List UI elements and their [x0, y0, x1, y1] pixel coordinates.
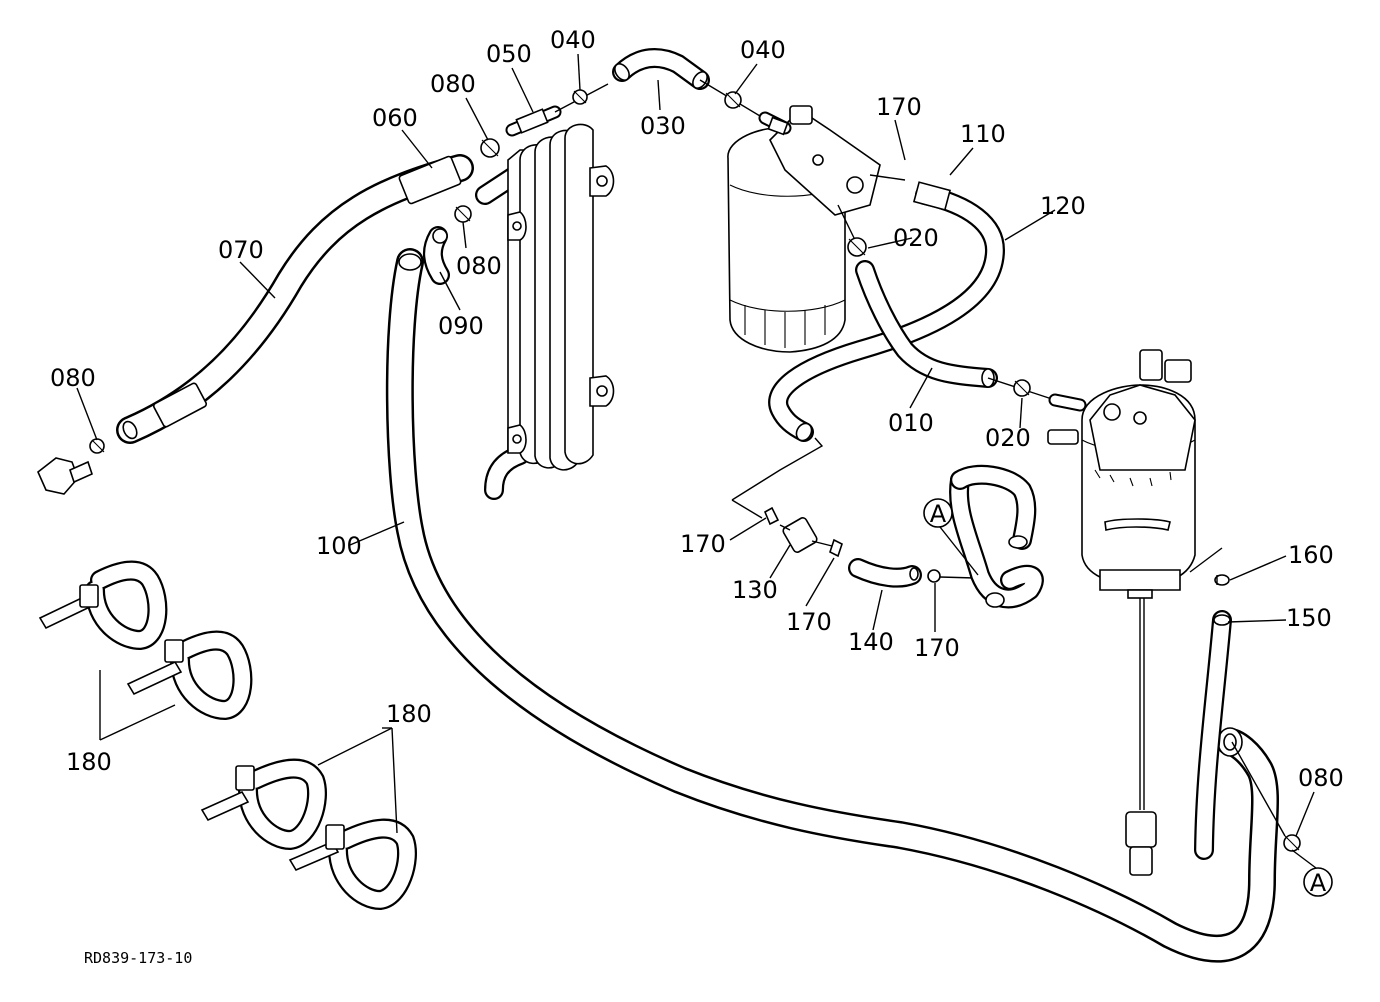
label-100: 100	[316, 532, 362, 560]
water-separator	[1047, 349, 1223, 876]
cable-ties-180	[38, 560, 417, 910]
fuel-cooler	[475, 123, 615, 500]
label-120: 120	[1040, 192, 1086, 220]
ref-a-top-label: A	[930, 500, 947, 528]
inlet-connector	[37, 438, 105, 495]
hose-110-sleeve	[912, 181, 952, 211]
label-010: 010	[888, 409, 934, 437]
label-030: 030	[640, 112, 686, 140]
hose-070-end	[122, 420, 138, 440]
label-170-mid: 170	[786, 608, 832, 636]
hose-010	[847, 237, 1056, 401]
hose-070-sleeve-lower	[152, 382, 208, 428]
label-040-left: 040	[550, 26, 596, 54]
cable-tie-1	[38, 560, 168, 650]
cooler-tube-4	[564, 123, 594, 465]
cap-160	[1214, 574, 1230, 586]
ref-a-bottom: A	[1303, 867, 1333, 897]
hose-070	[116, 154, 474, 444]
hose-100-end-top	[398, 253, 422, 271]
ref-a-top: A	[923, 498, 953, 528]
hose-100	[385, 248, 1280, 963]
filter-130	[782, 517, 818, 553]
cable-tie-2	[126, 630, 253, 720]
clip-170-b	[829, 538, 843, 558]
label-170-left: 170	[680, 530, 726, 558]
fuel-filter	[727, 105, 906, 353]
label-150: 150	[1286, 604, 1332, 632]
clip-170-a	[763, 506, 780, 526]
clamp-080-lower	[89, 438, 105, 454]
label-090: 090	[438, 312, 484, 340]
hose-group-130-140	[731, 464, 1044, 609]
part-labels: 080 070 060 080 050 040 040 030 080 090 …	[50, 26, 1344, 967]
label-070: 070	[218, 236, 264, 264]
clip-170-c	[927, 569, 941, 583]
label-040-right: 040	[740, 36, 786, 64]
pipe-050-group	[454, 83, 609, 223]
label-020-top: 020	[893, 224, 939, 252]
hose-060-sleeve	[398, 155, 462, 205]
hose-100-end-bottom-inner	[1223, 733, 1237, 751]
figure-code: RD839-173-10	[84, 949, 192, 967]
separator-solenoid	[1139, 349, 1163, 381]
label-160: 160	[1288, 541, 1334, 569]
leader-lines	[76, 53, 1317, 869]
label-060: 060	[372, 104, 418, 132]
hose-090	[423, 226, 450, 285]
hex-bolt-shank	[69, 460, 93, 484]
cable-tie-4	[288, 818, 417, 910]
hose-120	[731, 181, 1005, 501]
separator-outlet	[1047, 429, 1079, 445]
label-110: 110	[960, 120, 1006, 148]
label-080-top: 080	[430, 70, 476, 98]
label-080-right: 080	[1298, 764, 1344, 792]
cable-tie-3	[200, 758, 327, 850]
label-180-right: 180	[386, 700, 432, 728]
label-180-left: 180	[66, 748, 112, 776]
label-080-left: 080	[50, 364, 96, 392]
clamp-080-right	[1231, 741, 1301, 852]
label-020-bottom: 020	[985, 424, 1031, 452]
drain-tube-150	[1194, 574, 1232, 860]
label-080-mid: 080	[456, 252, 502, 280]
label-170-top: 170	[876, 93, 922, 121]
ring-090	[432, 228, 448, 244]
label-170-right: 170	[914, 634, 960, 662]
hose-030	[612, 48, 771, 123]
label-050: 050	[486, 40, 532, 68]
label-130: 130	[732, 576, 778, 604]
label-140: 140	[848, 628, 894, 656]
filter-bleed-screw	[789, 105, 813, 125]
ref-a-bottom-label: A	[1310, 869, 1327, 897]
sensor-connector	[1125, 811, 1157, 848]
separator-window	[1104, 518, 1171, 531]
pipe-050	[515, 108, 549, 134]
